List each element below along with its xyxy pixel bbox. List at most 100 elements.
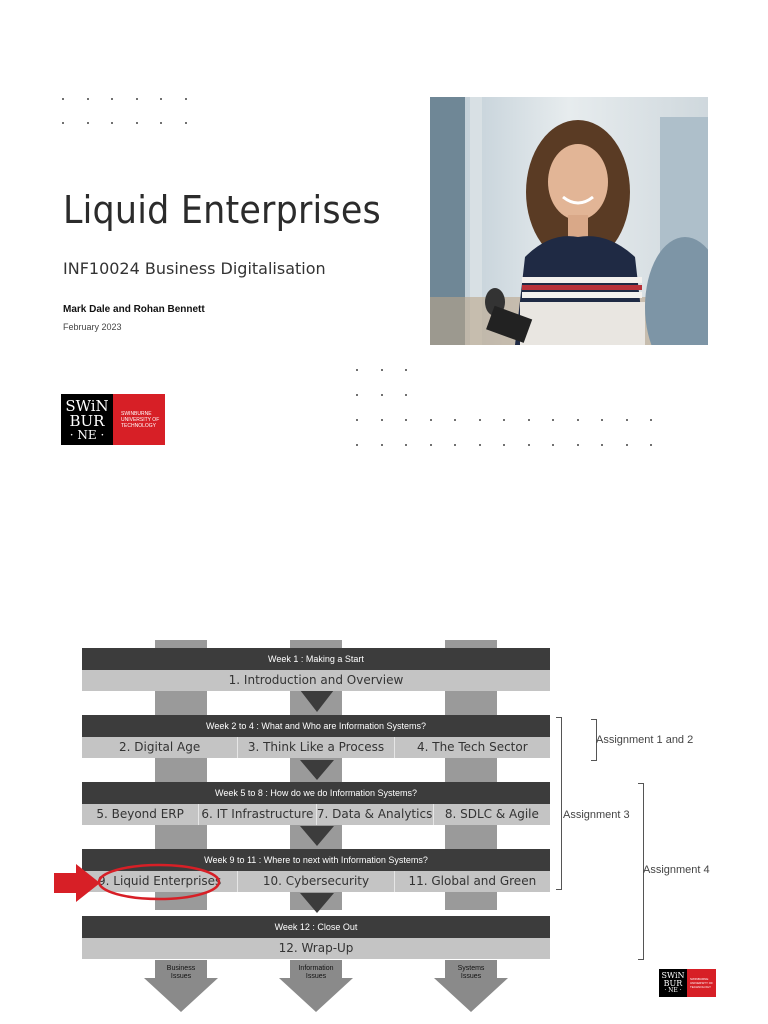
label-line2: Issues — [305, 972, 327, 980]
week-header: Week 2 to 4 : What and Who are Informati… — [82, 715, 550, 737]
date: February 2023 — [63, 322, 122, 332]
decorative-dot — [111, 122, 113, 124]
decorative-dot — [601, 444, 603, 446]
decorative-dot — [356, 394, 358, 396]
week-topics-row: 12. Wrap-Up — [82, 938, 550, 959]
decorative-dot — [135, 122, 138, 124]
topic-cell: 1. Introduction and Overview — [228, 673, 404, 687]
decorative-dot — [380, 444, 383, 446]
decorative-dot — [650, 444, 652, 446]
decorative-dot — [380, 369, 383, 371]
topic-cell: 5. Beyond ERP — [96, 807, 184, 821]
decorative-dot — [405, 419, 407, 421]
label-line2: Issues — [460, 972, 482, 980]
highlight-arrow-icon — [54, 864, 100, 902]
decorative-dot — [380, 394, 383, 396]
assignment-3-label: Assignment 3 — [563, 809, 630, 821]
decorative-dot — [160, 122, 162, 124]
decorative-dot — [405, 444, 407, 446]
decorative-dot — [135, 98, 138, 100]
decorative-dot — [356, 419, 358, 421]
assignment-4-label: Assignment 4 — [643, 864, 710, 876]
logo-mark-line1: SWiN — [65, 396, 109, 415]
decorative-dot — [356, 444, 358, 446]
down-arrow-business-icon — [144, 960, 218, 1012]
topic-cell: 11. Global and Green — [393, 871, 550, 892]
decorative-dot — [601, 419, 603, 421]
bracket-assignment-3 — [556, 717, 562, 890]
down-arrow-3 — [300, 826, 334, 846]
label-line2: Issues — [170, 972, 192, 980]
down-arrow-1 — [300, 690, 334, 712]
decorative-dot — [86, 98, 89, 100]
authors: Mark Dale and Rohan Bennett — [63, 304, 205, 315]
decorative-dot — [86, 122, 89, 124]
decorative-dot — [478, 444, 481, 446]
decorative-dot — [552, 444, 554, 446]
decorative-dot — [356, 369, 358, 371]
logo-name-line3: TECHNOLOGY — [121, 422, 157, 429]
decorative-dot — [405, 369, 407, 371]
decorative-dot — [111, 98, 113, 100]
decorative-dot — [527, 419, 530, 421]
down-arrow-4 — [300, 893, 334, 913]
label-line1: Information — [298, 965, 334, 972]
logo-wordmark: SWINBURNE UNIVERSITY OF TECHNOLOGY — [687, 969, 716, 997]
topic-cell: 3. Think Like a Process — [237, 737, 393, 758]
decorative-dot — [625, 419, 628, 421]
topic-cell: 12. Wrap-Up — [278, 941, 354, 955]
bracket-assignment-1-2 — [591, 719, 597, 761]
week-topics-row: 5. Beyond ERP 6. IT Infrastructure 7. Da… — [82, 804, 550, 825]
down-arrow-systems-icon — [434, 960, 508, 1012]
decorative-dot — [184, 122, 187, 124]
week-header: Week 9 to 11 : Where to next with Inform… — [82, 849, 550, 871]
logo-mark: SWiN BUR · NE · — [61, 394, 113, 445]
week-topics-row: 1. Introduction and Overview — [82, 670, 550, 691]
highlight-ellipse — [97, 863, 221, 901]
systems-issues-label: Systems Issues — [445, 965, 497, 980]
topic-cell: 4. The Tech Sector — [393, 737, 550, 758]
swinburne-logo: SWiN BUR · NE · SWINBURNE UNIVERSITY OF … — [61, 394, 165, 445]
decorative-dot — [184, 98, 187, 100]
slide-title: Liquid Enterprises — [63, 188, 381, 232]
decorative-dot — [576, 419, 579, 421]
logo-name-line1: SWINBURNE — [121, 410, 152, 417]
label-line1: Systems — [457, 965, 485, 972]
student-photo — [430, 97, 708, 345]
down-arrow-information-icon — [279, 960, 353, 1012]
week-header: Week 1 : Making a Start — [82, 648, 550, 670]
label-line1: Business — [166, 965, 196, 972]
swinburne-logo-small: SWiN BUR · NE · SWINBURNE UNIVERSITY OF … — [659, 969, 716, 997]
decorative-dot — [478, 419, 481, 421]
topic-cell-current: 9. Liquid Enterprises — [98, 874, 222, 888]
decorative-dot — [527, 444, 530, 446]
logo-mark-line2: BUR — [663, 979, 683, 988]
logo-mark: SWiN BUR · NE · — [659, 969, 687, 997]
decorative-dot — [625, 444, 628, 446]
decorative-dot — [160, 98, 162, 100]
decorative-dot — [503, 444, 505, 446]
decorative-dot — [62, 122, 64, 124]
decorative-dot — [405, 394, 407, 396]
logo-mark-line3: · NE · — [664, 987, 682, 994]
decorative-dot — [380, 419, 383, 421]
logo-name-line2: UNIVERSITY OF — [121, 416, 160, 423]
topic-cell: 8. SDLC & Agile — [432, 804, 550, 825]
decorative-dot — [454, 419, 456, 421]
topic-cell: 6. IT Infrastructure — [198, 804, 315, 825]
topic-cell: 7. Data & Analytics — [315, 804, 433, 825]
slide-subtitle: INF10024 Business Digitalisation — [63, 259, 326, 278]
decorative-dot — [454, 444, 456, 446]
logo-wordmark: SWINBURNE UNIVERSITY OF TECHNOLOGY — [113, 394, 165, 445]
decorative-dot — [429, 444, 432, 446]
logo-name-line3: TECHNOLOGY — [690, 985, 712, 989]
decorative-dot — [62, 98, 64, 100]
decorative-dot — [503, 419, 505, 421]
decorative-dot — [429, 419, 432, 421]
information-issues-label: Information Issues — [290, 965, 342, 980]
logo-name-line1: SWINBURNE — [690, 977, 709, 981]
week-header: Week 12 : Close Out — [82, 916, 550, 938]
logo-mark-line1: SWiN — [661, 971, 685, 980]
week-topics-row: 2. Digital Age 3. Think Like a Process 4… — [82, 737, 550, 758]
logo-mark-line3: · NE · — [69, 427, 105, 442]
